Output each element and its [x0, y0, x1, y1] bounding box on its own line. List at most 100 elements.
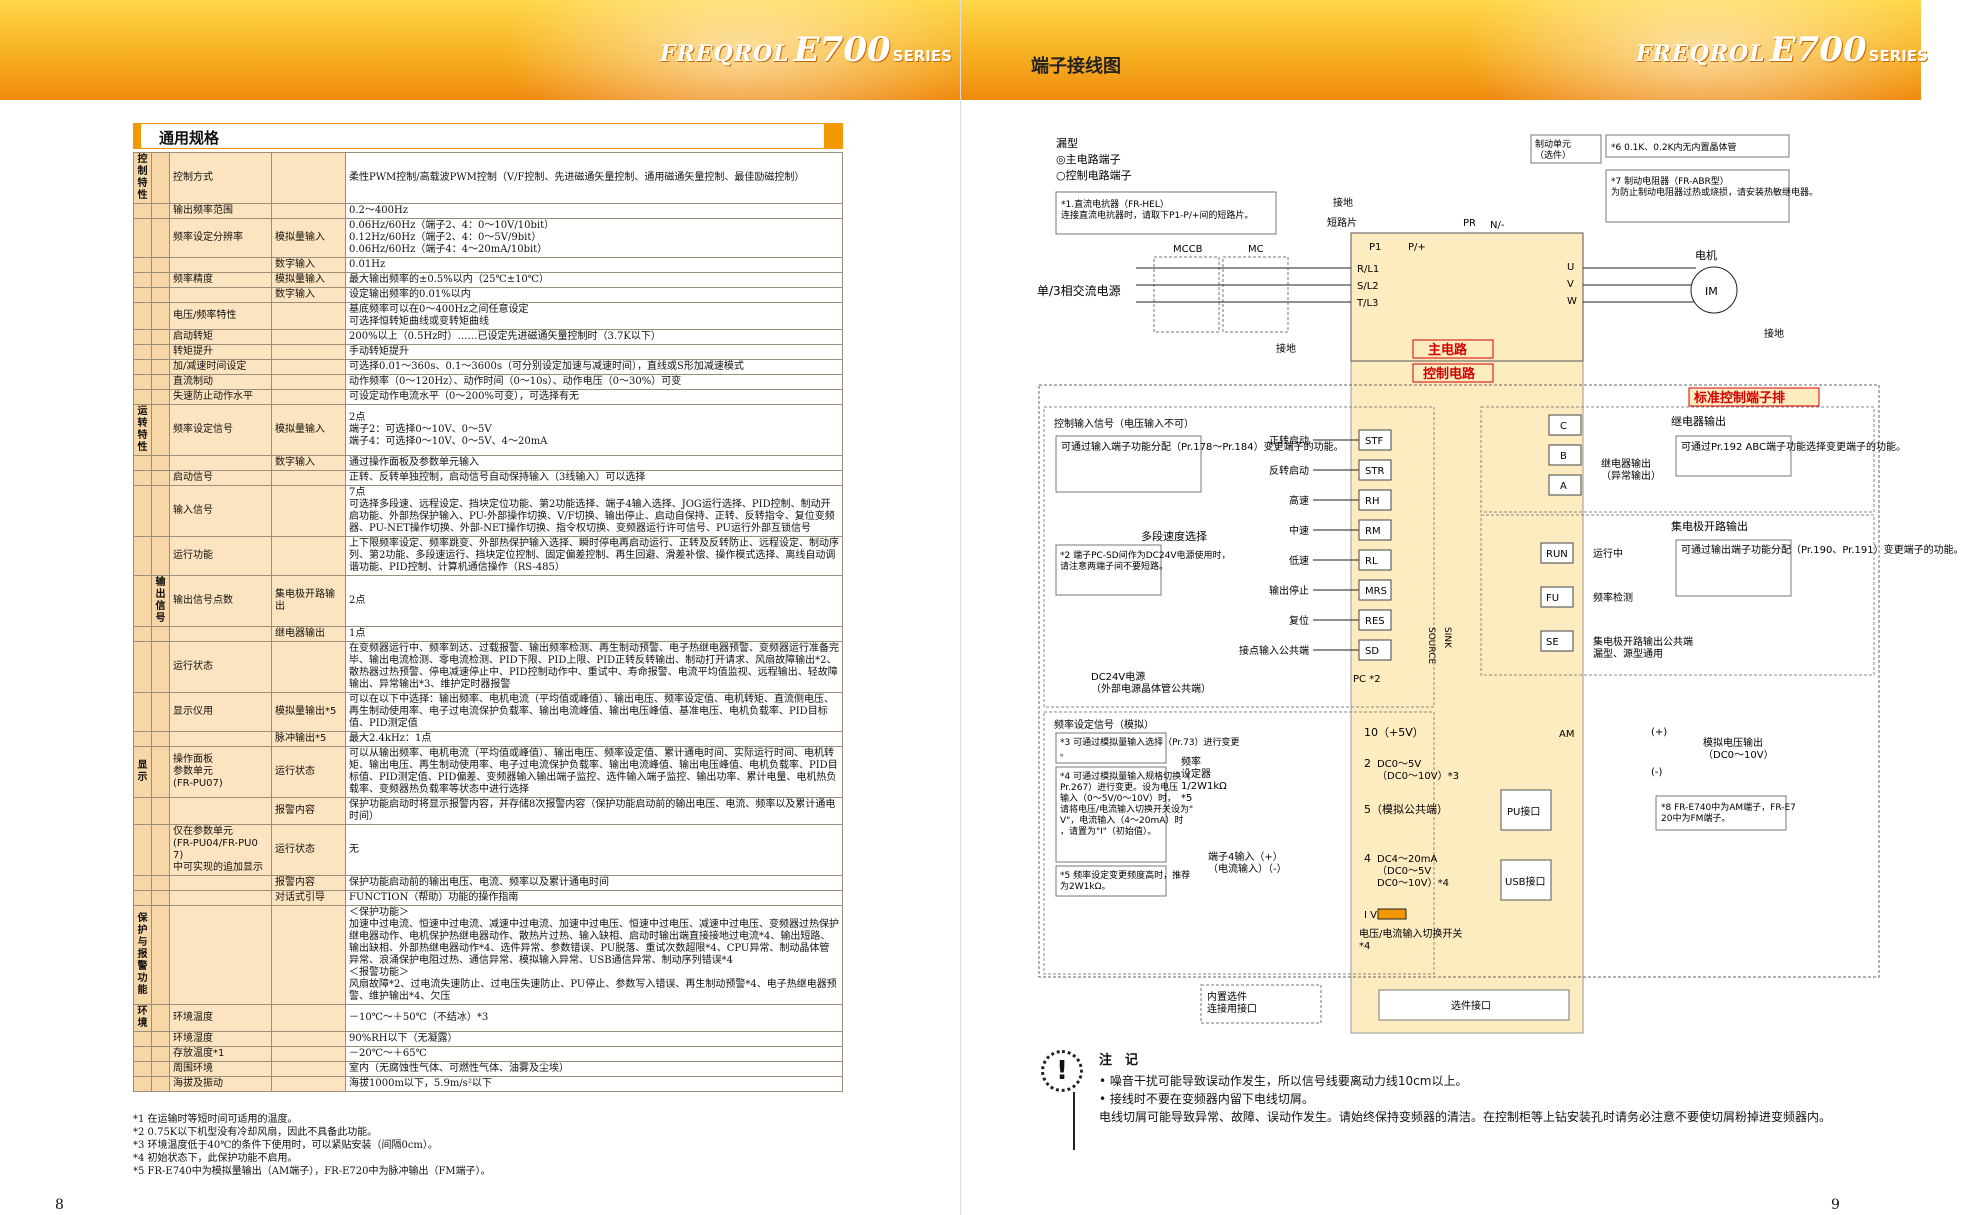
- footnote: *5 FR-E740中为模拟量输出（AM端子），FR-E720中为脉冲输出（FM…: [133, 1166, 491, 1177]
- category-cell: [133, 374, 152, 390]
- svg-text:AM: AM: [1559, 729, 1574, 740]
- svg-text:继电器输出（异常输出）: 继电器输出（异常输出）: [1601, 457, 1661, 482]
- spec-row: 存放温度*1－20℃～＋65℃: [133, 1046, 843, 1062]
- spec-sublabel: [271, 329, 346, 345]
- terminal-mrs: [1358, 579, 1392, 601]
- category-cell: [133, 1046, 152, 1062]
- power-supply-label: 单/3相交流电源: [1037, 283, 1121, 298]
- category-cell: [133, 470, 152, 486]
- terminal-rm: [1358, 519, 1392, 541]
- svg-text:5（模拟公共端）: 5（模拟公共端）: [1364, 802, 1448, 816]
- spec-row: 直流制动动作频率（0～120Hz）、动作时间（0～10s）、动作电压（0～30%…: [133, 374, 843, 390]
- spec-sublabel: 对话式引导: [271, 890, 346, 906]
- spec-value: 基底频率可以在0～400Hz之间任意设定 可选择恒转矩曲线或变转矩曲线: [345, 302, 843, 330]
- spec-value: FUNCTION（帮助）功能的操作指南: [345, 890, 843, 906]
- spec-label: 操作面板 参数单元 (FR-PU07): [169, 746, 272, 798]
- spec-sublabel: 模拟量输入: [271, 272, 346, 288]
- terminal-stf: [1358, 429, 1392, 451]
- terminal-wiring-diagram: 漏型 ◎主电路端子 ○控制电路端子 *1.直流电抗器（FR-HEL）连接直流电抗…: [1037, 134, 1961, 1034]
- mccb: [1153, 256, 1220, 333]
- spec-label: [169, 626, 272, 642]
- spec-value: 1点: [345, 626, 843, 642]
- terminal-c: [1548, 414, 1582, 436]
- section-title: 通用规格: [133, 123, 843, 149]
- subcategory-cell: [151, 257, 170, 273]
- spec-value: 2点 端子2：可选择0～10V、0～5V 端子4：可选择0～10V、0～5V、4…: [345, 404, 843, 456]
- terminal-label: RH: [1365, 496, 1379, 507]
- svg-text:FU: FU: [1546, 593, 1559, 604]
- spec-value: 90%RH以下（无凝露）: [345, 1031, 843, 1047]
- spec-row: 环境环境温度－10℃～＋50℃（不结冰）*3: [133, 1004, 843, 1032]
- input-label: 低速: [1289, 554, 1309, 567]
- mc: [1222, 256, 1289, 333]
- input-label: 正转启动: [1269, 434, 1309, 447]
- subcategory-cell: [151, 203, 170, 219]
- terminal-tl3: T/L3: [1356, 298, 1378, 309]
- category-cell: [133, 455, 152, 471]
- svg-text:接地: 接地: [1764, 327, 1784, 340]
- spec-sublabel: [271, 1004, 346, 1032]
- oc-note: 可通过输出端子功能分配（Pr.190、Pr.191）变更端子的功能。: [1681, 543, 1961, 556]
- spec-row: 加/减速时间设定可选择0.01～360s、0.1～3600s（可分别设定加速与减…: [133, 359, 843, 375]
- category-cell: [133, 641, 152, 693]
- note-1: *1.直流电抗器（FR-HEL）连接直流电抗器时，请取下P1-P/+间的短路片。: [1061, 198, 1253, 221]
- spec-sublabel: 数字输入: [271, 287, 346, 303]
- analog-area: [1043, 711, 1435, 975]
- note-7: *7 制动电阻器（FR-ABR型）为防止制动电阻器过热或烧损，请安装热敏继电器。: [1611, 175, 1818, 198]
- spec-label: [169, 797, 272, 825]
- spec-label: [169, 455, 272, 471]
- spec-table: 控制特性控制方式柔性PWM控制/高载波PWM控制（V/F控制、先进磁通矢量控制、…: [133, 152, 843, 1092]
- terminal-sd: [1358, 639, 1392, 661]
- terminal-label: RM: [1365, 526, 1381, 537]
- spec-value: －10℃～＋50℃（不结冰）*3: [345, 1004, 843, 1032]
- spec-row: 仅在参数单元 (FR-PU04/FR-PU07) 中可实现的追加显示运行状态无: [133, 824, 843, 876]
- spec-label: [169, 731, 272, 747]
- subcategory-cell: [151, 731, 170, 747]
- spec-value: 上下限频率设定、频率跳变、外部热保护输入选择、瞬时停电再启动运行、正转及反转防止…: [345, 536, 843, 576]
- svg-text:DC24V电源（外部电源晶体管公共端）: DC24V电源（外部电源晶体管公共端）: [1091, 670, 1211, 695]
- svg-text:SINK: SINK: [1442, 627, 1452, 649]
- spec-row: 数字输入设定输出频率的0.01%以内: [133, 287, 843, 303]
- oc-label: 频率检测: [1593, 591, 1633, 604]
- spec-sublabel: [271, 1046, 346, 1062]
- subcategory-cell: [151, 374, 170, 390]
- subcategory-cell: [151, 875, 170, 891]
- spec-row: 运行状态在变频器运行中、频率到达、过载报警、输出频率检测、再生制动预警、电子热继…: [133, 641, 843, 693]
- subcategory-cell: [151, 152, 170, 204]
- spec-sublabel: [271, 536, 346, 576]
- footnote: *1 在运输时等短时间可适用的温度。: [133, 1114, 298, 1125]
- subcategory-cell: [151, 797, 170, 825]
- spec-sublabel: 数字输入: [271, 257, 346, 273]
- svg-text:频率设定信号（模拟）: 频率设定信号（模拟）: [1054, 718, 1154, 731]
- category-cell: [133, 218, 152, 258]
- spec-row: 报警内容保护功能启动时将显示报警内容，并存储8次报警内容（保护功能启动前的输出电…: [133, 797, 843, 825]
- terminal-rl: [1358, 549, 1392, 571]
- spec-sublabel: [271, 470, 346, 486]
- spec-label: 转矩提升: [169, 344, 272, 360]
- terminal-label: RES: [1365, 616, 1385, 627]
- spec-row: 显示操作面板 参数单元 (FR-PU07)运行状态可以从输出频率、电机电流（平均…: [133, 746, 843, 798]
- page-number: 9: [1831, 1197, 1840, 1213]
- spec-row: 转矩提升手动转矩提升: [133, 344, 843, 360]
- input-area: [1043, 406, 1435, 708]
- svg-text:端子4输入（+）（电流输入）（-）: 端子4输入（+）（电流输入）（-）: [1208, 850, 1287, 875]
- spec-label: [169, 875, 272, 891]
- terminal-u: U: [1567, 262, 1574, 273]
- svg-text:SOURCE: SOURCE: [1426, 627, 1436, 664]
- category-cell: [133, 344, 152, 360]
- terminal-pr: PR: [1463, 218, 1476, 229]
- subcategory-cell: [151, 485, 170, 537]
- spec-sublabel: 模拟量输出*5: [271, 692, 346, 732]
- main-circuit-label: 主电路: [1428, 342, 1468, 358]
- input-label: 复位: [1289, 614, 1309, 627]
